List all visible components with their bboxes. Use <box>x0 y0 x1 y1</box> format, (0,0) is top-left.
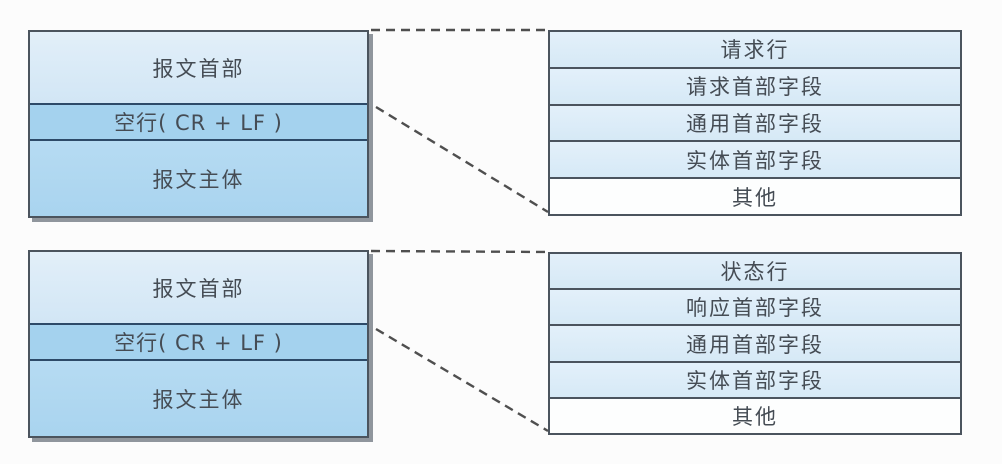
request-general-header-fields-label: 通用首部字段 <box>686 111 824 136</box>
response-other-label: 其他 <box>732 404 778 429</box>
response-general-header-fields-label: 通用首部字段 <box>686 332 824 357</box>
response-entity-header-fields-row: 实体首部字段 <box>550 360 960 397</box>
request-message-body-label: 报文主体 <box>152 167 245 192</box>
response-header-fields-label: 响应首部字段 <box>686 296 824 321</box>
request-message-block: 报文首部 空行( CR + LF ) 报文主体 <box>28 30 369 218</box>
response-message-header-label: 报文首部 <box>152 276 245 301</box>
request-general-header-fields-row: 通用首部字段 <box>550 103 960 141</box>
request-diagonal-connector-line <box>375 105 549 214</box>
request-entity-header-fields-row: 实体首部字段 <box>550 140 960 178</box>
request-blank-line-label: 空行( CR + LF ) <box>114 111 283 135</box>
response-blank-line-label: 空行( CR + LF ) <box>114 331 283 355</box>
response-general-header-fields-row: 通用首部字段 <box>550 324 960 361</box>
request-message-header-label: 报文首部 <box>152 56 245 81</box>
request-header-detail-block: 请求行 请求首部字段 通用首部字段 实体首部字段 其他 <box>548 30 962 216</box>
request-other-label: 其他 <box>732 185 778 210</box>
response-diagonal-connector-line <box>375 327 549 433</box>
response-top-connector-line <box>370 249 550 254</box>
request-header-fields-row: 请求首部字段 <box>550 66 960 104</box>
status-line-label: 状态行 <box>720 260 790 285</box>
request-message-header-row: 报文首部 <box>30 32 367 103</box>
request-line-label: 请求行 <box>720 38 790 63</box>
request-blank-line-row: 空行( CR + LF ) <box>30 103 367 141</box>
request-entity-header-fields-label: 实体首部字段 <box>686 148 824 173</box>
status-line-row: 状态行 <box>550 254 960 289</box>
request-other-row: 其他 <box>550 177 960 214</box>
response-message-body-row: 报文主体 <box>30 361 367 436</box>
request-line-row: 请求行 <box>550 32 960 67</box>
response-header-detail-block: 状态行 响应首部字段 通用首部字段 实体首部字段 其他 <box>548 252 962 435</box>
response-blank-line-row: 空行( CR + LF ) <box>30 323 367 361</box>
request-header-fields-label: 请求首部字段 <box>686 75 824 100</box>
response-other-row: 其他 <box>550 396 960 434</box>
response-message-header-row: 报文首部 <box>30 252 367 323</box>
request-message-body-row: 报文主体 <box>30 141 367 216</box>
response-message-body-label: 报文主体 <box>152 387 245 412</box>
response-header-fields-row: 响应首部字段 <box>550 288 960 325</box>
response-message-block: 报文首部 空行( CR + LF ) 报文主体 <box>28 250 369 438</box>
response-entity-header-fields-label: 实体首部字段 <box>686 368 824 393</box>
